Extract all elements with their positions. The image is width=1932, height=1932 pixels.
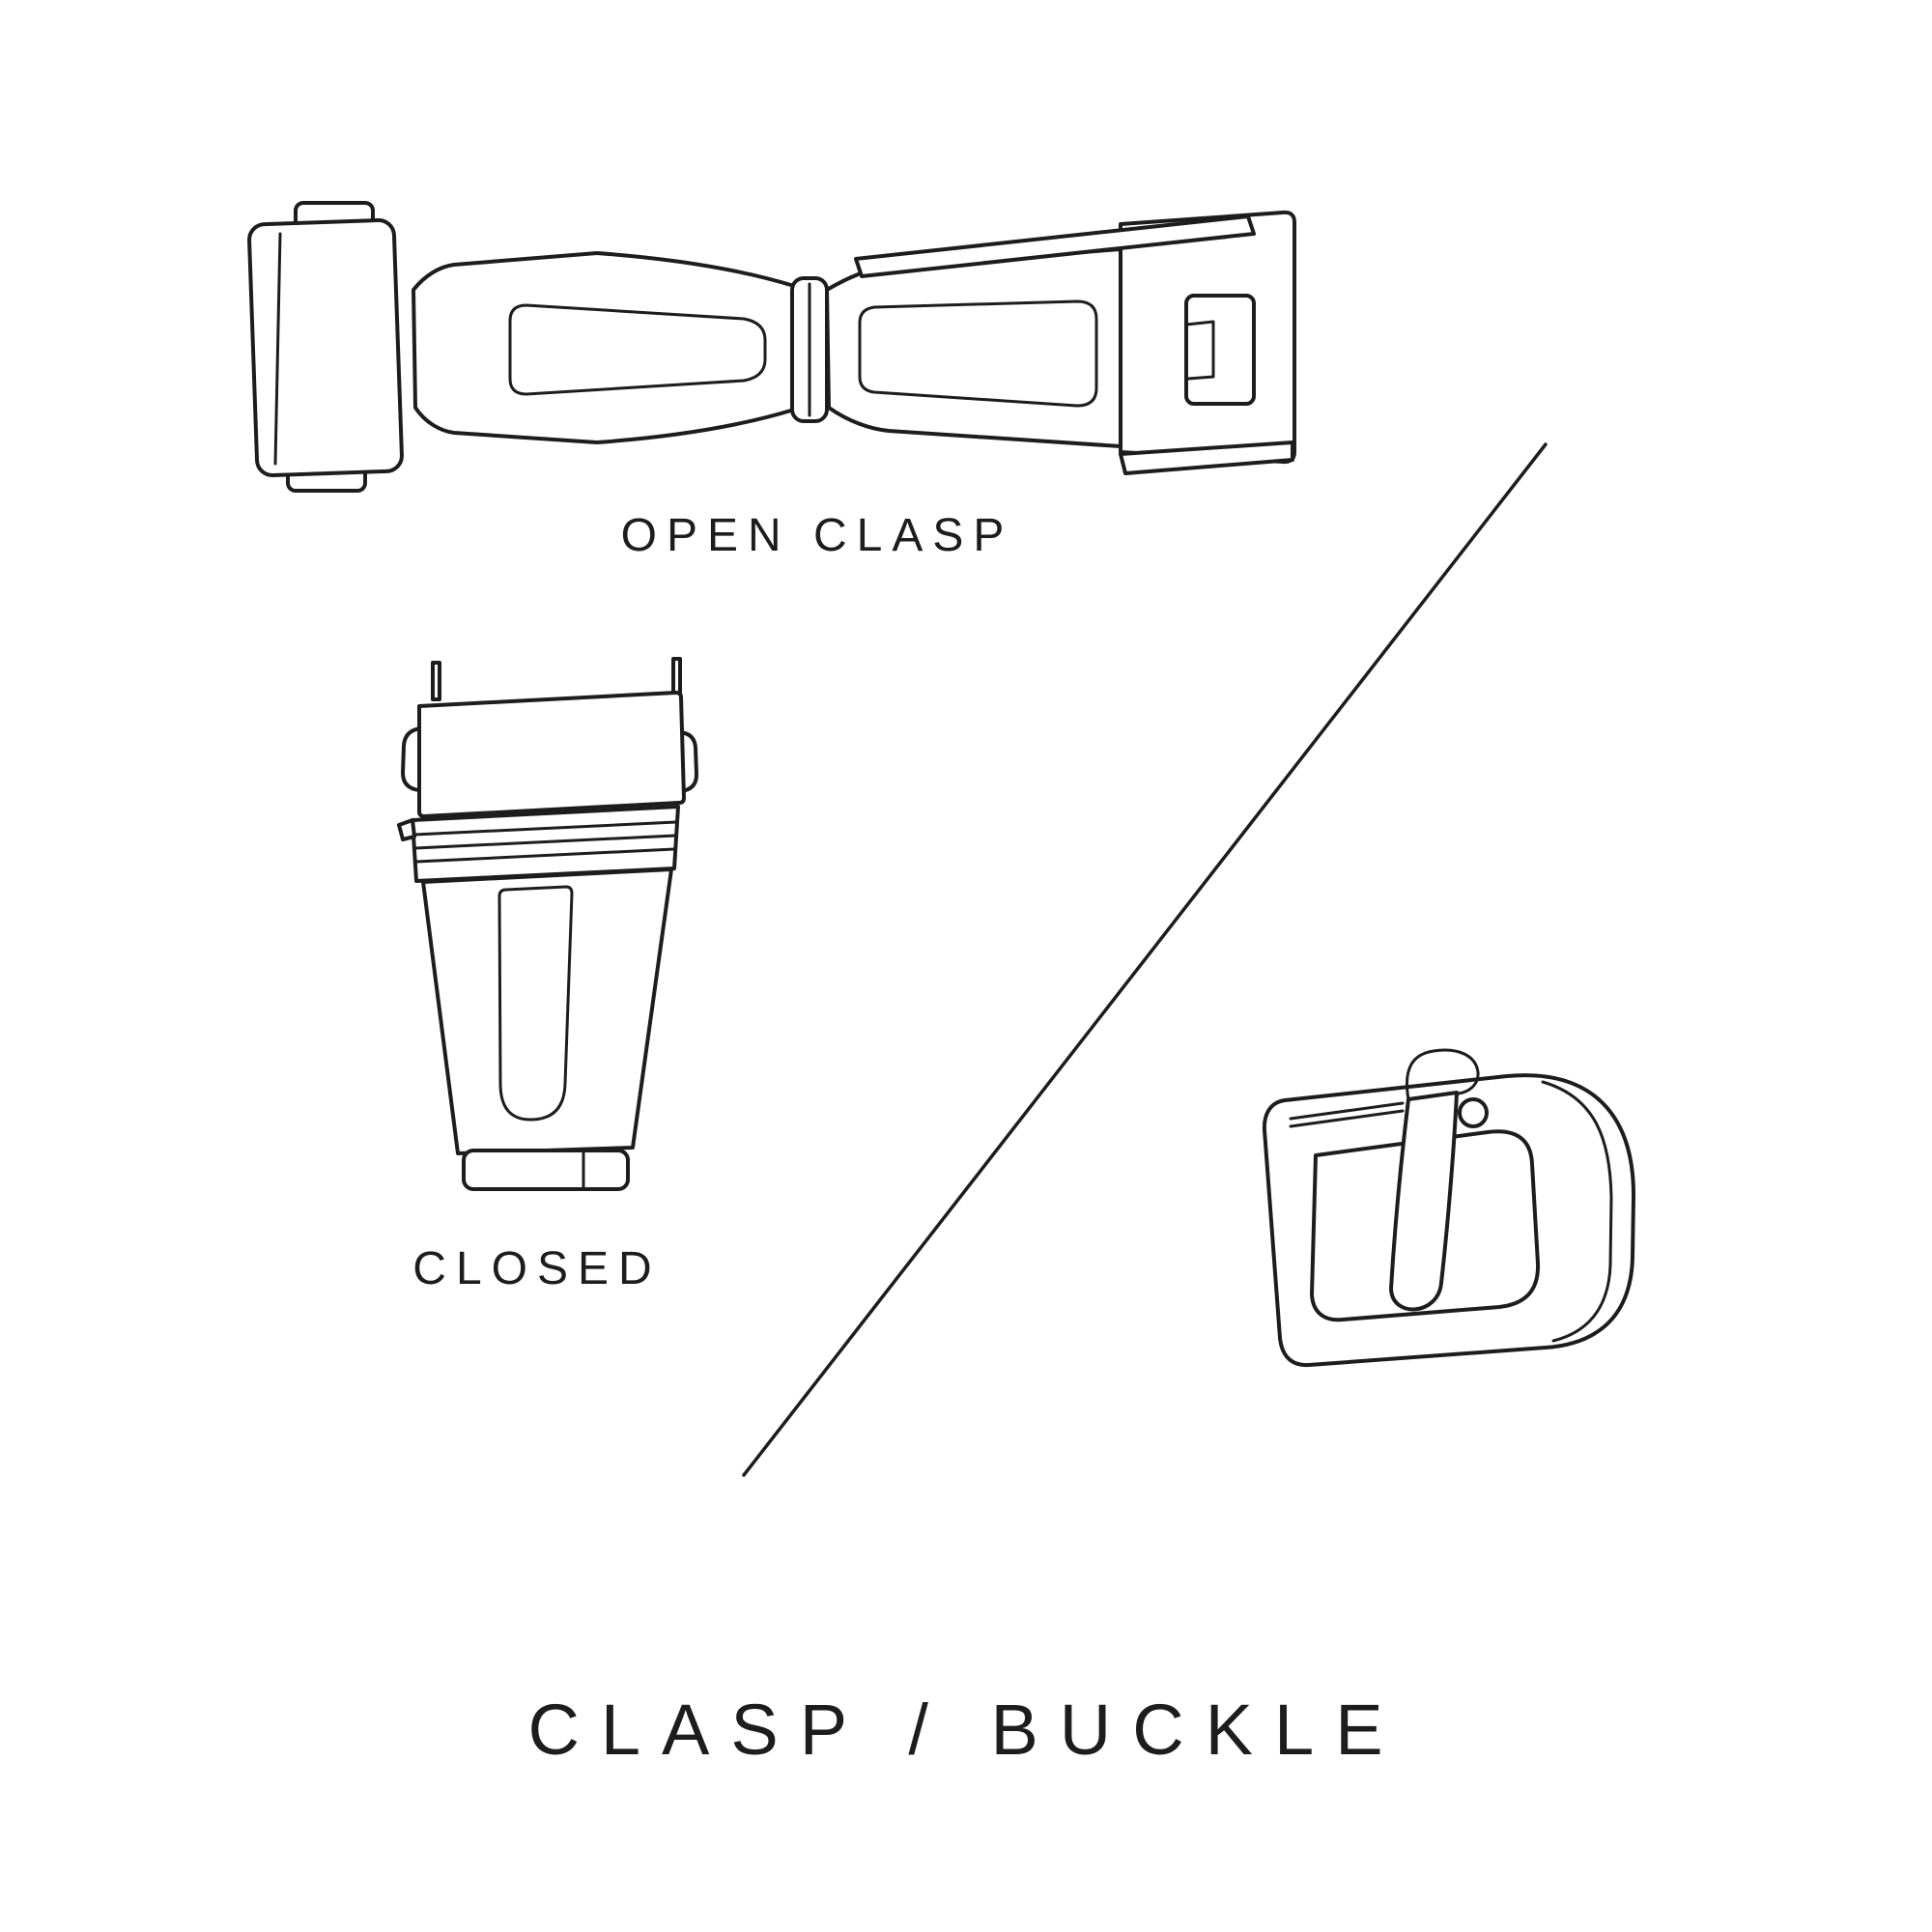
buckle-rolled-edge-line [1541, 1080, 1613, 1343]
clasp-flap-body [247, 218, 404, 477]
buckle-axle-line-1 [1289, 1101, 1405, 1121]
clasp-right-arm [825, 247, 1122, 448]
closed-top-block [417, 691, 686, 818]
closed-prong-right [671, 657, 682, 697]
closed-band-line-2 [413, 834, 677, 850]
closed-slot [497, 885, 574, 1122]
closed-band-line-3 [414, 847, 676, 864]
clasp-left-arm [412, 251, 796, 444]
buckle-pin-tongue [1389, 1091, 1459, 1312]
diagram-title: CLASP / BUCKLE [527, 1690, 1405, 1770]
clasp-end-plate-bottom-lip [1119, 440, 1294, 475]
closed-clasp-illustration [397, 657, 698, 1191]
closed-prong-left [431, 661, 441, 701]
clasp-flap-edge-line [273, 232, 282, 466]
closed-left-notch [397, 818, 416, 841]
clasp-catch-hook [1184, 320, 1215, 381]
buckle-illustration [1262, 1048, 1636, 1368]
closed-band-line-1 [412, 820, 678, 837]
clasp-right-arm-inner [858, 299, 1098, 408]
closed-caption: CLOSED [412, 1243, 662, 1294]
divider-line [742, 442, 1548, 1477]
open-clasp-illustration [247, 201, 1296, 493]
closed-bottom-bar [462, 1149, 630, 1191]
buckle-pin-loop [1406, 1048, 1480, 1101]
clasp-left-arm-inner [508, 303, 767, 396]
clasp-top-strip [854, 214, 1256, 278]
buckle-pin-ring [1458, 1097, 1489, 1128]
clasp-catch-hole [1184, 294, 1256, 406]
closed-side-bump-left [401, 726, 423, 792]
buckle-axle-line-2 [1289, 1109, 1405, 1128]
closed-main-body [421, 867, 673, 1155]
open-clasp-caption: OPEN CLASP [620, 510, 1014, 561]
